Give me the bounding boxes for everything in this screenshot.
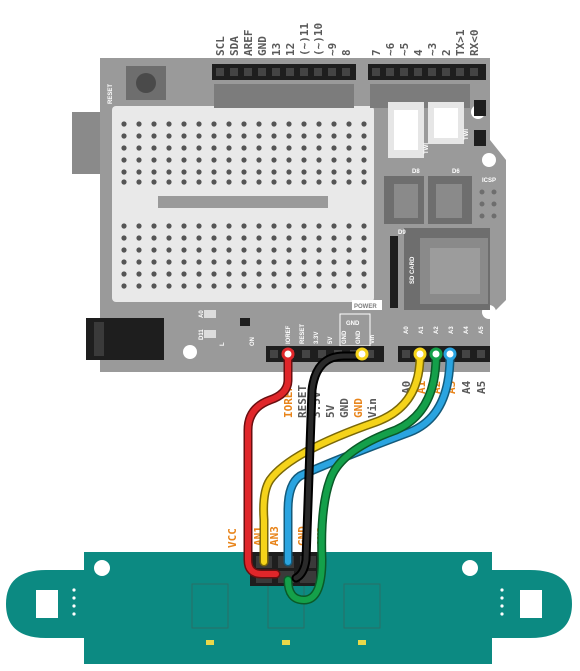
sensor-label-vcc: VCC	[226, 528, 239, 548]
led-label-on: ON	[250, 337, 256, 346]
top-header-right	[368, 64, 486, 80]
analog-header-label: A5	[475, 381, 488, 394]
sensor-pad-1	[191, 583, 229, 629]
sensor-pcb	[6, 552, 572, 664]
power-silk-label: GND	[356, 330, 362, 344]
analog-silk-label: A5	[479, 326, 485, 334]
twi-label-1: TWI	[424, 143, 430, 154]
arduino-board: RESET TWI TWI D8 D6 ICSP	[72, 58, 506, 372]
wire-ends	[281, 347, 457, 361]
led-d11	[204, 330, 216, 338]
top-header-label: 13	[270, 43, 283, 56]
wires	[243, 351, 455, 605]
power-header-label: GND	[338, 398, 351, 418]
power-header-label: Vin	[366, 398, 379, 418]
top-header-label: SCL	[214, 36, 227, 56]
breadboard-holes	[121, 121, 367, 289]
top-header-label: ~5	[398, 43, 411, 56]
top-header-label: GND	[256, 36, 269, 56]
d6-label: D6	[452, 169, 460, 175]
top-header-label: 2	[440, 49, 453, 56]
top-header-label: RX<0	[468, 30, 481, 57]
top-header-label: 7	[370, 49, 383, 56]
top-header-label: 8	[340, 49, 353, 56]
power-label: POWER	[354, 304, 377, 310]
analog-silk-label: A0	[404, 326, 410, 334]
top-header-label: ~3	[426, 43, 439, 56]
analog-silk-label: A4	[464, 326, 470, 334]
reset-label: RESET	[108, 84, 114, 104]
analog-header-label: A4	[460, 380, 473, 394]
top-header-label: 4	[412, 49, 425, 56]
top-header-label: 12	[284, 43, 297, 56]
power-silk-label: Vin	[370, 334, 376, 344]
top-header-label: TX>1	[454, 29, 467, 56]
power-header-label: RESET	[296, 385, 309, 418]
led-label-l: L	[220, 342, 226, 346]
d8-label: D8	[412, 169, 420, 175]
led-label-a0: A0	[199, 310, 205, 318]
power-header-label: GND	[352, 398, 365, 418]
analog-silk-label: A2	[434, 326, 440, 334]
top-header-label: AREF	[242, 30, 255, 57]
top-header-label: ~6	[384, 42, 397, 56]
top-header-label: (~)11	[298, 23, 311, 56]
led-label-d11: D11	[199, 329, 205, 340]
d9-label: D9	[398, 230, 406, 236]
sensor-board	[6, 552, 572, 664]
gnd-box-label: GND	[346, 321, 360, 327]
twi-label-2: TWI	[464, 129, 470, 140]
top-header-label: ~9	[326, 43, 339, 56]
sensor-label-an3: AN3	[268, 526, 281, 546]
power-silk-label: IOREF	[286, 325, 292, 344]
analog-silk-label: A3	[449, 326, 455, 334]
usb-connector	[72, 112, 104, 174]
led-a0	[204, 310, 216, 318]
sensor-pad-3	[343, 583, 381, 629]
power-header-label: 5V	[324, 404, 337, 418]
analog-silk-label: A1	[419, 326, 425, 334]
power-silk-label: GND	[342, 330, 348, 344]
icsp-label: ICSP	[482, 178, 496, 184]
power-silk-label: 5V	[328, 337, 334, 344]
icsp-header	[479, 189, 497, 219]
power-silk-label: 3.3V	[314, 332, 320, 344]
top-header-label: SDA	[228, 36, 241, 56]
sd-card-label: SD CARD	[410, 256, 416, 284]
power-silk-label: RESET	[300, 324, 306, 344]
top-header-label: (~)10	[312, 23, 325, 56]
